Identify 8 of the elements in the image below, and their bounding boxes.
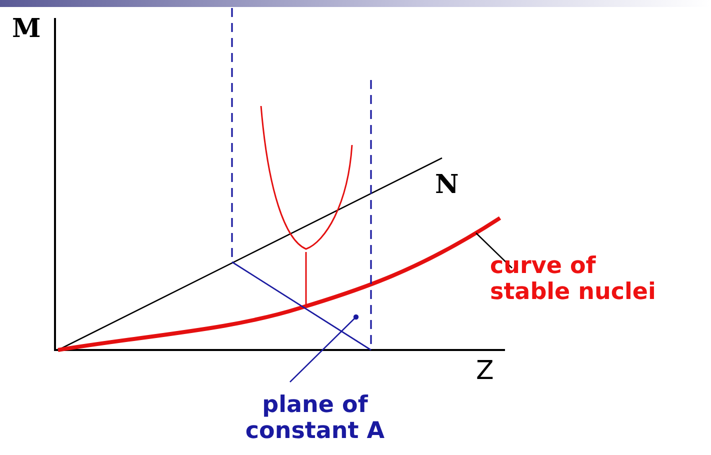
axis-label: M bbox=[12, 14, 41, 44]
callout-text: curve of stable nuclei bbox=[490, 253, 675, 305]
callout-text: plane of constant A bbox=[205, 392, 425, 444]
leader-line bbox=[476, 232, 512, 268]
plane-drawing bbox=[231, 8, 372, 351]
line-label: N bbox=[435, 170, 459, 200]
axis-label: Z bbox=[476, 356, 494, 386]
leader-line bbox=[290, 314, 359, 382]
